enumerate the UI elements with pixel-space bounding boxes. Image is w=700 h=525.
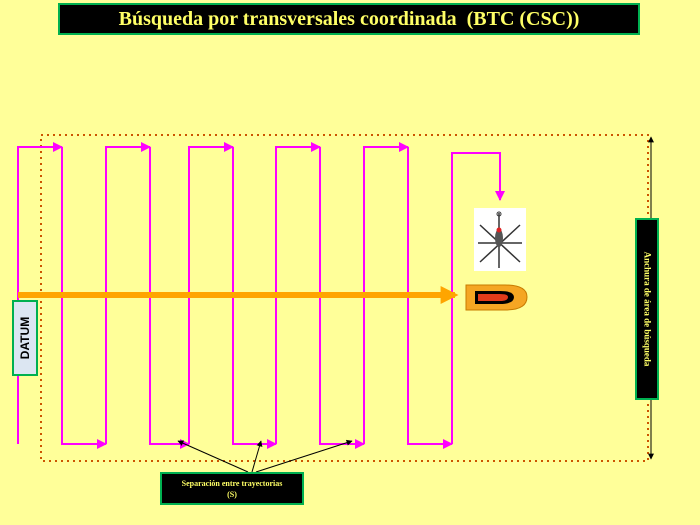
track-leg: [105, 142, 151, 444]
track-leg: [61, 147, 107, 449]
datum-label-box: DATUM: [12, 300, 38, 376]
track-leg: [17, 142, 63, 294]
pointer-arrow: [177, 440, 249, 473]
track-spacing-label-box: Separación entre trayectorias (S): [160, 472, 304, 505]
helicopter-icon: [474, 208, 526, 271]
area-width-label-box: Anchura de área de búsqueda: [635, 218, 659, 400]
track-leg: [275, 142, 321, 444]
track-leg: [407, 147, 453, 449]
track-leg: [149, 147, 190, 449]
pointer-arrow: [255, 439, 353, 473]
title-banner: Búsqueda por transversales coordinada (B…: [58, 3, 640, 35]
track-spacing-symbol: (S): [227, 489, 237, 499]
area-width-label: Anchura de área de búsqueda: [642, 251, 653, 367]
track-leg: [188, 142, 234, 444]
ship-icon: [465, 284, 528, 311]
track-leg: [363, 142, 409, 444]
pointer-arrow: [251, 440, 263, 473]
track-spacing-pointers: [177, 439, 353, 473]
page-title: Búsqueda por transversales coordinada (B…: [118, 7, 580, 30]
datum-label: DATUM: [18, 316, 32, 360]
track-spacing-label: Separación entre trayectorias: [181, 478, 283, 488]
